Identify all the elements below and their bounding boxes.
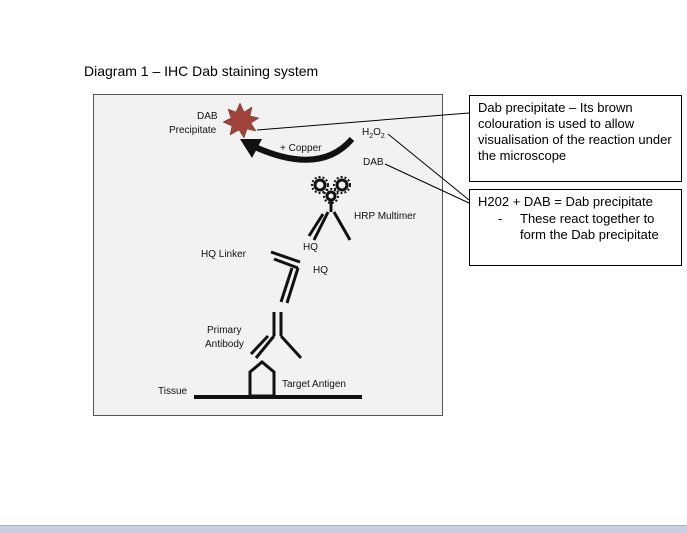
copper-label: + Copper	[280, 143, 322, 154]
reaction-callout-bullet: - These react together to form the Dab p…	[478, 211, 673, 243]
target-antigen-label: Target Antigen	[282, 379, 346, 390]
h2o2-label: H2O2	[362, 127, 385, 140]
reaction-callout-title: H202 + DAB = Dab precipitate	[478, 194, 653, 209]
primary-antibody-icon	[249, 312, 303, 360]
hq-label-bottom: HQ	[313, 265, 328, 276]
primary-antibody-label-1: Primary	[207, 325, 241, 336]
hq-linker-label: HQ Linker	[201, 249, 247, 260]
reaction-callout: H202 + DAB = Dab precipitate - These rea…	[469, 189, 682, 266]
hq-label-top: HQ	[303, 242, 318, 253]
primary-antibody-label-2: Antibody	[205, 339, 244, 350]
dab-precipitate-icon	[222, 102, 260, 139]
copper-reaction-arrow	[253, 136, 355, 163]
hq-linker-icon	[270, 250, 301, 304]
dab-precipitate-label-2: Precipitate	[169, 125, 217, 136]
figure-frame	[93, 94, 443, 416]
hrp-multimer-label: HRP Multimer	[354, 211, 417, 222]
arrow-head-icon	[240, 139, 262, 158]
tissue-label: Tissue	[158, 386, 188, 397]
bullet-dash: -	[498, 211, 503, 226]
precipitate-callout: Dab precipitate – Its brown colouration …	[469, 95, 682, 182]
dab-precipitate-label-1: DAB	[197, 111, 218, 122]
dab-reagent-label: DAB	[363, 157, 384, 168]
hrp-enzyme-icon	[311, 176, 351, 204]
diagram-title: Diagram 1 – IHC Dab staining system	[84, 63, 319, 79]
reaction-callout-bullet-text: These react together to form the Dab pre…	[520, 211, 659, 242]
bottom-scrollbar[interactable]	[0, 525, 687, 533]
precipitate-callout-text: Dab precipitate – Its brown colouration …	[478, 100, 672, 163]
hrp-multimer-antibody-icon	[307, 200, 352, 241]
callout-connectors	[256, 112, 470, 204]
target-antigen-icon	[248, 360, 276, 398]
